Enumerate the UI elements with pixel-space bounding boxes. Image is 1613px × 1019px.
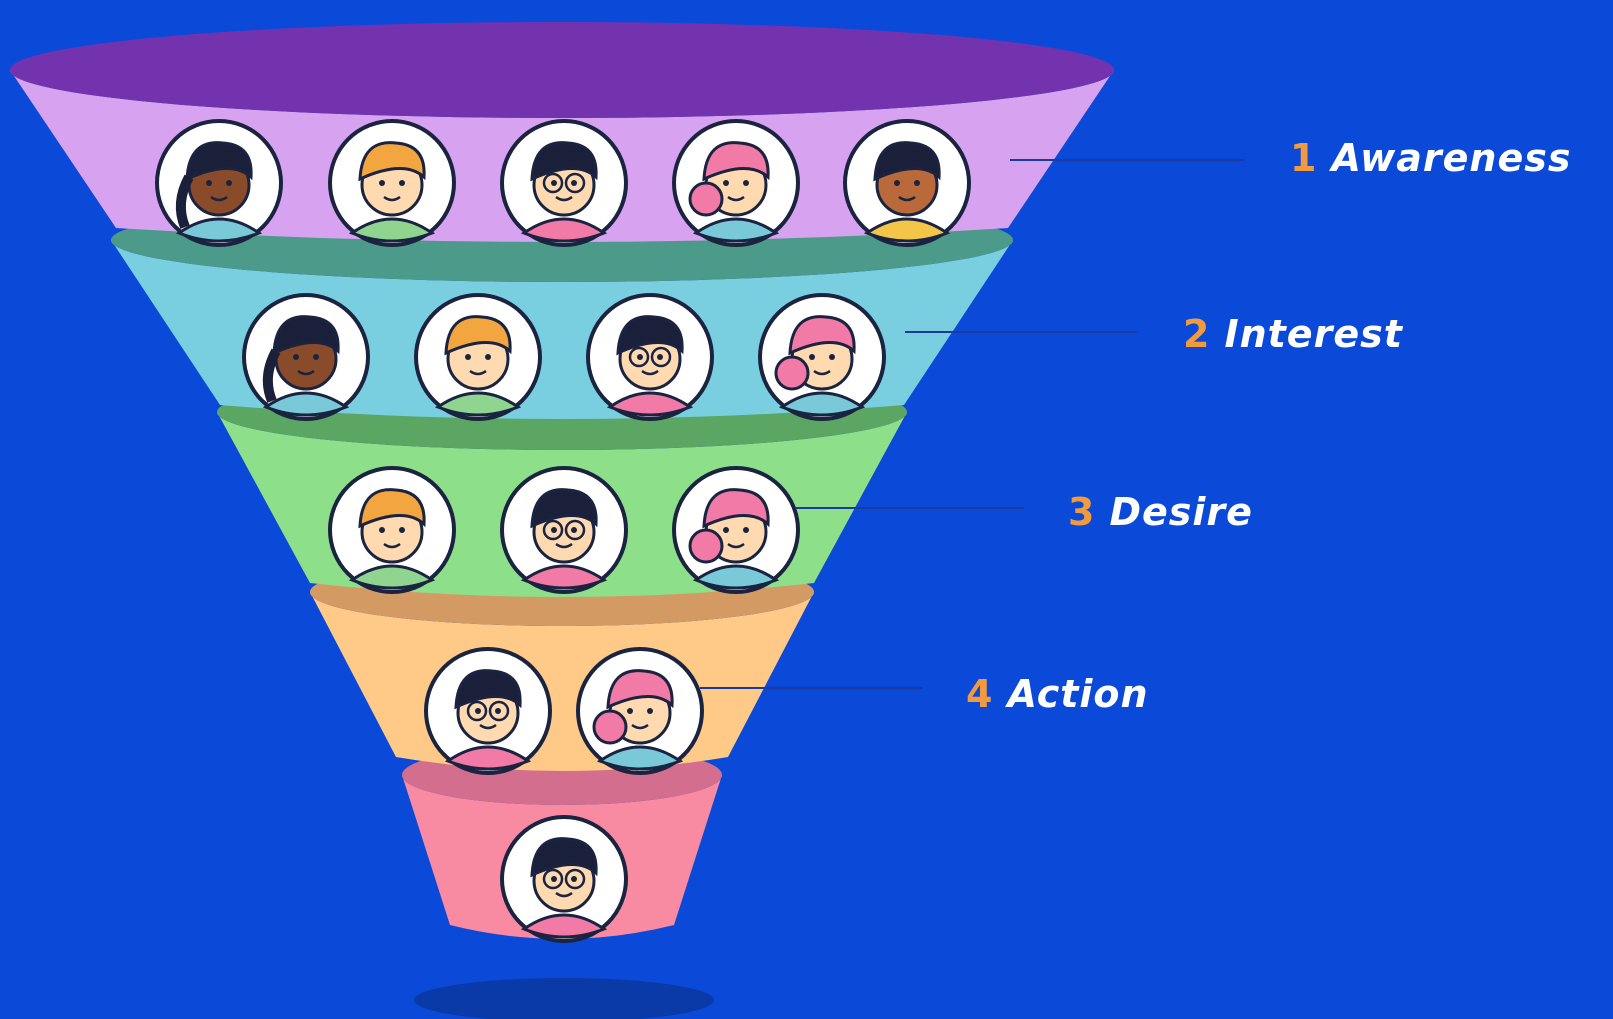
avatar-boy-blond-icon [414,293,542,421]
avatar-boy-glasses-icon [500,815,628,943]
stage-name: Awareness [1331,136,1572,180]
avatar-girl-dark-hair-icon [242,293,370,421]
avatar-boy-glasses-icon [586,293,714,421]
avatar-boy-glasses-icon [500,466,628,594]
stage-name: Desire [1109,490,1253,534]
avatar-boy-glasses-icon [500,119,628,247]
avatar-boy-blond-icon [328,119,456,247]
stage-name: Interest [1224,312,1403,356]
funnel-band-5 [402,745,722,943]
avatar-girl-pink-hair-icon [672,119,800,247]
avatar-boy-glasses-icon [424,647,552,775]
avatar-girl-pink-hair-icon [758,293,886,421]
stage-number: 4 [966,672,994,716]
avatar-girl-pink-hair-icon [672,466,800,594]
funnel-band-top [10,22,1114,118]
funnel-shadow [414,978,714,1019]
avatar-boy-dark-hair-icon [843,119,971,247]
avatar-girl-dark-hair-icon [155,119,283,247]
stage-label-interest: 2 Interest [1183,312,1403,356]
stage-number: 1 [1290,136,1318,180]
stage-label-awareness: 1 Awareness [1290,136,1571,180]
funnel-band-1 [10,22,1114,247]
stage-number: 3 [1068,490,1096,534]
stage-label-action: 4 Action [966,672,1149,716]
stage-label-desire: 3 Desire [1068,490,1253,534]
avatar-boy-blond-icon [328,466,456,594]
stage-number: 2 [1183,312,1211,356]
avatar-girl-pink-hair-icon [576,647,704,775]
stage-name: Action [1007,672,1149,716]
